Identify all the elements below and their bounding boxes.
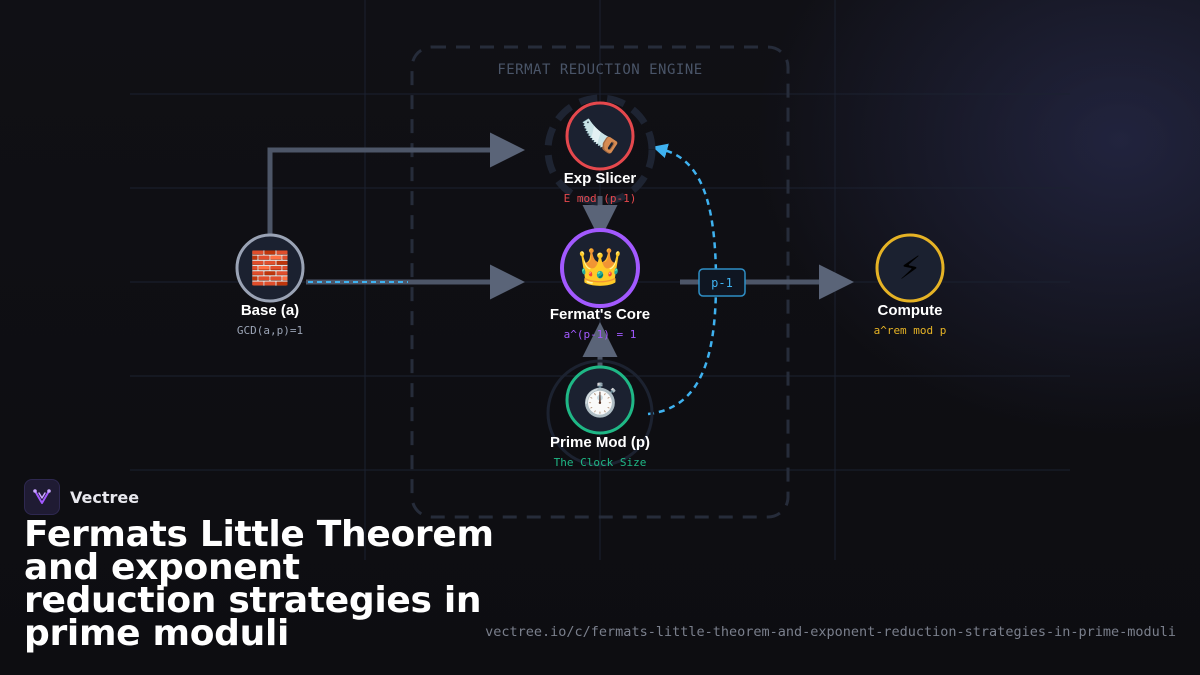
lightning-icon: ⚡ <box>898 249 922 287</box>
edge-label-box: p-1 <box>698 268 746 297</box>
node-base-circle[interactable] <box>235 233 305 303</box>
crown-icon: 👑 <box>577 247 623 288</box>
node-compute-subtitle: a^rem mod p <box>873 324 947 337</box>
edges <box>267 132 854 366</box>
prime-halo <box>546 359 654 467</box>
node-prime-label: Prime Mod (p) <box>550 434 650 451</box>
brand: Vectree <box>24 479 139 515</box>
edge-base-to-slicer <box>267 132 525 236</box>
stopwatch-icon: ⏱️ <box>580 381 620 419</box>
node-core-subtitle: a^(p-1) = 1 <box>563 328 637 341</box>
node-prime-subtitle: The Clock Size <box>553 456 647 469</box>
saw-icon: 🪚 <box>580 117 620 155</box>
node-core-label: Fermat's Core <box>549 306 651 323</box>
slicer-halo <box>544 94 656 206</box>
group-title: FERMAT REDUCTION ENGINE <box>497 62 703 78</box>
edge-label-text: p-1 <box>711 276 733 290</box>
node-slicer-subtitle: E mod (p-1) <box>563 192 637 205</box>
page-url: vectree.io/c/fermats-little-theorem-and-… <box>485 624 1176 640</box>
brick-icon: 🧱 <box>250 249 290 287</box>
node-slicer-circle[interactable] <box>565 101 635 171</box>
node-compute-circle[interactable] <box>875 233 945 303</box>
node-base-label: Base (a) <box>240 302 300 319</box>
node-prime-circle[interactable] <box>565 365 635 435</box>
node-core-circle[interactable] <box>560 228 640 308</box>
brand-name: Vectree <box>70 487 140 507</box>
node-slicer-label: Exp Slicer <box>563 170 637 187</box>
page-title: Fermats Little Theorem and exponent redu… <box>24 514 494 654</box>
vectree-logo-icon <box>24 479 60 515</box>
node-base-subtitle: GCD(a,p)=1 <box>236 324 304 337</box>
nodes-layer <box>235 101 945 435</box>
node-compute-label: Compute <box>877 302 943 319</box>
